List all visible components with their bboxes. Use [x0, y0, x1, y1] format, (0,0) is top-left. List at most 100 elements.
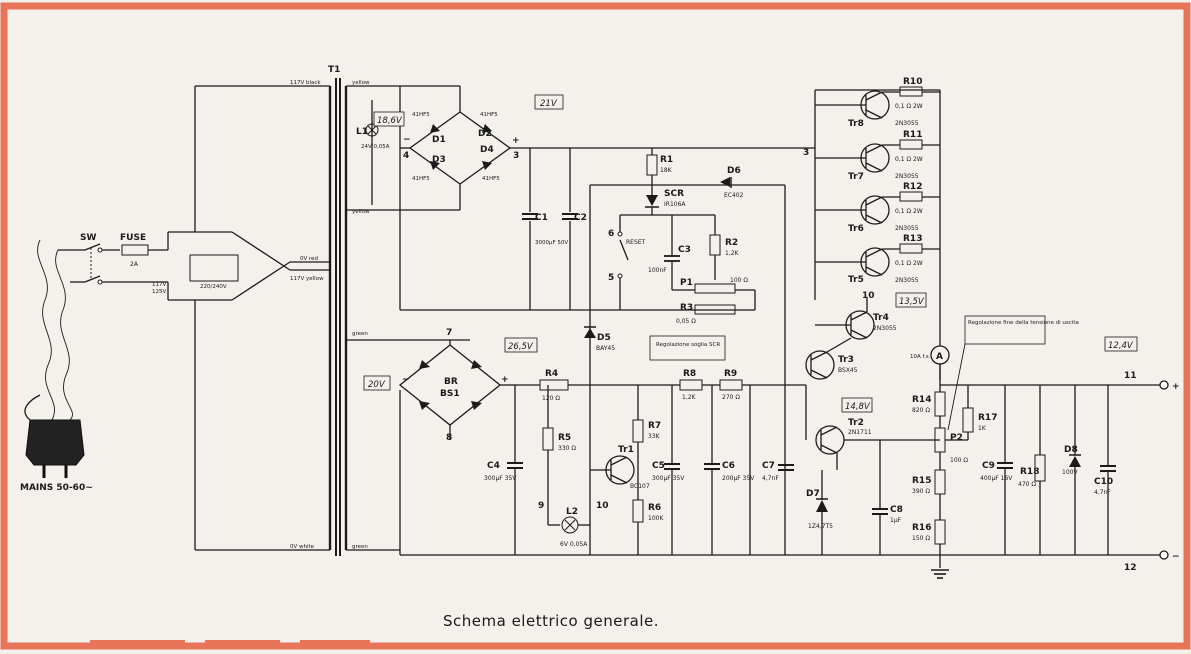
svg-text:41HF5: 41HF5: [480, 112, 498, 118]
voltage-tag-14-8: 14,8V: [841, 397, 873, 413]
svg-text:7: 7: [446, 328, 452, 338]
svg-text:470 Ω: 470 Ω: [1018, 481, 1036, 488]
svg-text:C2: C2: [574, 213, 587, 223]
svg-text:9: 9: [538, 501, 544, 511]
svg-text:100 Ω: 100 Ω: [950, 457, 968, 464]
svg-text:6V 0,05A: 6V 0,05A: [560, 541, 588, 548]
svg-text:0V white: 0V white: [290, 544, 315, 550]
svg-text:A: A: [936, 352, 943, 362]
svg-text:C1: C1: [535, 213, 548, 223]
sw-label: SW: [80, 233, 96, 243]
svg-text:125V: 125V: [152, 289, 166, 295]
svg-text:24V 0,05A: 24V 0,05A: [361, 144, 390, 150]
svg-text:20V: 20V: [368, 380, 386, 390]
transformer-t1: T1 117V black 0V red 117V yellow 0V whit…: [194, 65, 370, 556]
svg-text:R15: R15: [912, 476, 931, 486]
voltage-tag-12-4: 12,4V: [1104, 336, 1138, 352]
svg-text:D6: D6: [727, 166, 741, 176]
t1-label: T1: [328, 65, 340, 75]
svg-text:8: 8: [446, 433, 452, 443]
pass-transistors: Tr8 2N3055 R10 0,1 Ω 2W Tr7 2N3055 R11 0…: [805, 77, 941, 380]
svg-text:BR: BR: [444, 377, 458, 387]
svg-text:R1: R1: [660, 155, 673, 165]
svg-text:R17: R17: [978, 413, 997, 423]
svg-text:120 Ω: 120 Ω: [542, 395, 560, 402]
svg-text:1,2K: 1,2K: [725, 250, 740, 257]
svg-text:41HF5: 41HF5: [412, 112, 430, 118]
output-filter: C9 400µF 16V R18 470 Ω D8 100V C10 4,7nF…: [980, 371, 1180, 555]
fuse-label: FUSE: [120, 233, 146, 243]
svg-text:100V: 100V: [1062, 469, 1078, 476]
svg-text:C6: C6: [722, 461, 735, 471]
svg-text:+: +: [501, 375, 509, 385]
svg-text:1Z4,7T5: 1Z4,7T5: [808, 523, 833, 530]
svg-text:R2: R2: [725, 238, 738, 248]
svg-text:D3: D3: [432, 155, 446, 165]
svg-text:BSX45: BSX45: [838, 367, 858, 374]
svg-text:330 Ω: 330 Ω: [558, 445, 576, 452]
svg-text:BS1: BS1: [440, 389, 460, 399]
svg-text:0,1 Ω 2W: 0,1 Ω 2W: [895, 208, 923, 215]
svg-text:21V: 21V: [540, 99, 558, 109]
svg-text:18,6V: 18,6V: [377, 116, 403, 126]
svg-text:SCR: SCR: [664, 189, 684, 199]
reset-button[interactable]: RESET: [626, 239, 646, 246]
output-plus: +: [1172, 382, 1180, 392]
svg-text:C4: C4: [487, 461, 500, 471]
svg-text:2N3055: 2N3055: [895, 173, 919, 180]
svg-text:Tr2: Tr2: [848, 418, 864, 428]
svg-text:12,4V: 12,4V: [1108, 341, 1134, 351]
svg-text:R11: R11: [903, 130, 922, 140]
svg-text:820 Ω: 820 Ω: [912, 407, 930, 414]
mains-label: MAINS 50-60~: [20, 483, 93, 493]
svg-text:D4: D4: [480, 145, 494, 155]
fuse: FUSE 2A: [120, 233, 168, 268]
svg-text:4: 4: [403, 151, 409, 161]
voltage-selector[interactable]: 117V 125V 220/240V: [102, 231, 330, 301]
svg-text:R6: R6: [648, 503, 661, 513]
svg-text:300µF 35V: 300µF 35V: [484, 475, 517, 482]
svg-text:BC107: BC107: [630, 483, 650, 490]
capacitor-c1-c2: C1 C2 3000µF 50V: [522, 148, 587, 310]
svg-text:R9: R9: [724, 369, 737, 379]
svg-text:C5: C5: [652, 461, 665, 471]
svg-text:6: 6: [608, 229, 614, 239]
svg-text:2N1711: 2N1711: [848, 429, 872, 436]
voltage-tag-20: 20V: [363, 375, 391, 391]
voltage-tag-18-6: 18,6V: [373, 111, 405, 127]
svg-text:400µF 16V: 400µF 16V: [980, 475, 1013, 482]
svg-text:C7: C7: [762, 461, 775, 471]
svg-text:Tr7: Tr7: [848, 172, 864, 182]
svg-text:0,05 Ω: 0,05 Ω: [676, 318, 696, 325]
svg-text:41HF5: 41HF5: [412, 176, 430, 182]
svg-text:3: 3: [803, 148, 809, 158]
svg-text:R3: R3: [680, 303, 693, 313]
svg-text:C3: C3: [678, 245, 691, 255]
svg-text:yellow: yellow: [352, 209, 370, 215]
svg-text:2N3055: 2N3055: [873, 325, 897, 332]
svg-text:270 Ω: 270 Ω: [722, 394, 740, 401]
svg-text:0,1 Ω 2W: 0,1 Ω 2W: [895, 156, 923, 163]
svg-text:41HF5: 41HF5: [482, 176, 500, 182]
svg-text:P2: P2: [950, 433, 963, 443]
svg-text:100K: 100K: [648, 515, 664, 522]
svg-text:D5: D5: [597, 333, 611, 343]
fine-adjust-note: Regolazione fine della tensione di uscit…: [968, 320, 1079, 326]
svg-text:5: 5: [608, 273, 614, 283]
svg-text:Tr5: Tr5: [848, 275, 864, 285]
svg-text:Tr1: Tr1: [618, 445, 634, 455]
svg-text:117V yellow: 117V yellow: [290, 276, 324, 282]
svg-text:R14: R14: [912, 395, 931, 405]
svg-text:Tr3: Tr3: [838, 355, 854, 365]
svg-text:12: 12: [1124, 563, 1137, 573]
svg-text:1K: 1K: [978, 425, 987, 432]
svg-text:R7: R7: [648, 421, 661, 431]
svg-text:R13: R13: [903, 234, 922, 244]
switch-sw[interactable]: SW: [58, 233, 120, 285]
svg-text:C10: C10: [1094, 477, 1113, 487]
bottom-dashes: [90, 640, 370, 646]
svg-text:Tr8: Tr8: [848, 119, 864, 129]
control-stage: Tr1 BC107 R7 33K R6 100K C5 300µF 35V C6…: [590, 385, 794, 555]
svg-text:C9: C9: [982, 461, 995, 471]
